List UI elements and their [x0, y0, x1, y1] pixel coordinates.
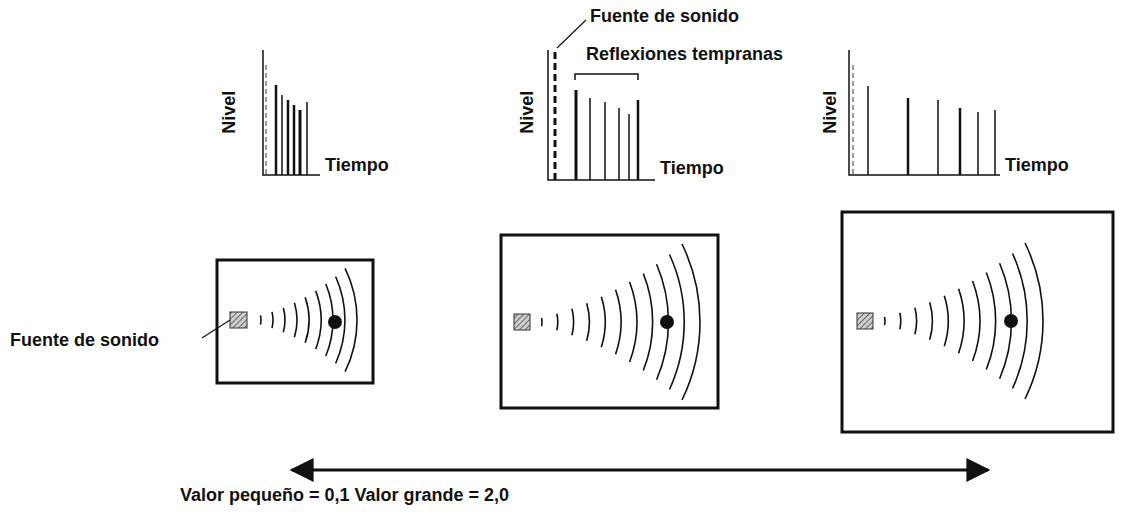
wave-arc [541, 318, 543, 326]
listener-dot [660, 315, 674, 329]
wave-arc [345, 268, 357, 371]
wave-arc [616, 290, 621, 354]
text-label: Tiempo [1005, 155, 1069, 176]
text-label: Valor pequeño = 0,1 Valor grande = 2,0 [180, 485, 509, 506]
room-outline [501, 235, 718, 408]
wave-arc [316, 291, 321, 349]
wave-arc [260, 315, 262, 324]
listener-dot [1004, 314, 1018, 328]
wave-arc [587, 303, 590, 341]
leader-line [557, 20, 586, 48]
text-label: Reflexiones tempranas [586, 44, 783, 65]
axis-label: Nivel [518, 90, 539, 133]
wave-arc [1025, 243, 1043, 399]
wave-arc [271, 312, 274, 328]
wave-arc [283, 308, 285, 333]
wave-arc [899, 313, 902, 330]
wave-arc [959, 289, 964, 353]
sound-waves [261, 243, 1044, 400]
wave-arc [884, 317, 886, 325]
wave-arc [601, 297, 605, 347]
room-outline [217, 260, 373, 383]
wave-arc [915, 308, 917, 334]
wave-arc [973, 281, 980, 361]
text-label: Fuente de sonido [590, 6, 739, 27]
wave-arc [986, 273, 995, 370]
bracket [575, 74, 638, 80]
wave-arc [643, 274, 652, 371]
wave-arc [682, 244, 700, 400]
level-chart [849, 50, 1000, 175]
text-label: Fuente de sonido [10, 330, 159, 351]
axis-label: Nivel [821, 90, 842, 133]
wave-arc [572, 309, 574, 335]
wave-arc [630, 282, 637, 362]
leader-line [202, 320, 230, 338]
range-arrow [292, 469, 988, 472]
room-outline [842, 212, 1113, 432]
speaker-symbol [857, 313, 873, 329]
wave-arc [944, 296, 948, 346]
wave-arc [930, 302, 933, 340]
listener-dot [328, 315, 342, 329]
speaker-symbol [230, 312, 247, 328]
wave-arc [305, 297, 309, 343]
text-label: Tiempo [325, 155, 389, 176]
wave-arc [294, 303, 297, 337]
level-chart [263, 50, 320, 175]
axis-label: Nivel [220, 90, 241, 133]
speaker-symbol [514, 314, 530, 330]
wave-arc [556, 314, 559, 331]
text-label: Tiempo [660, 158, 724, 179]
